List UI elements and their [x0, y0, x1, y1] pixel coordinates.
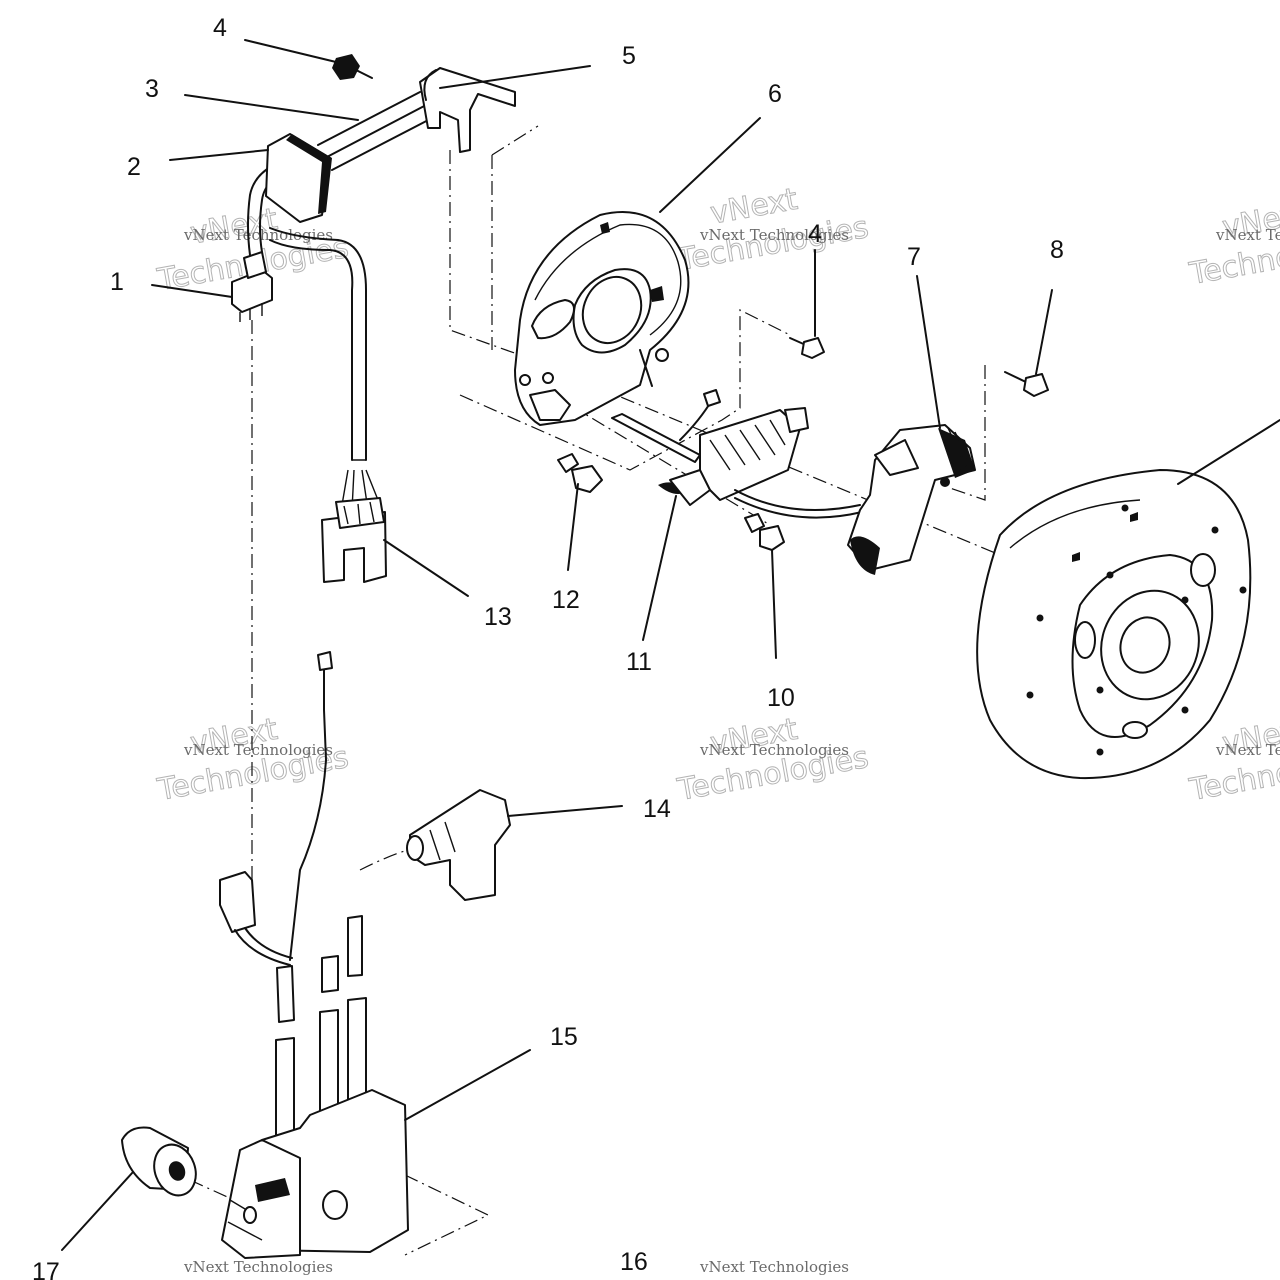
- callout-8: 8: [1050, 236, 1064, 264]
- part-5-clip: [419, 67, 516, 153]
- callout-13: 13: [484, 603, 512, 631]
- callout-11: 11: [626, 648, 652, 676]
- part-13-connector-block: [321, 497, 387, 583]
- callout-15: 15: [550, 1023, 578, 1051]
- watermark-line: vNext Technologies: [699, 226, 849, 244]
- lower-wire-harness: [219, 651, 363, 1023]
- part-10-screw: [744, 513, 785, 551]
- part-11-pulser-coil: [611, 389, 863, 519]
- part-8-bolt: [1004, 371, 1049, 397]
- callout-2: 2: [127, 153, 141, 181]
- callout-4-middle: 4: [808, 220, 822, 248]
- watermark-line: vNext Technologies: [183, 1258, 333, 1276]
- part-4-bolt-middle: [789, 337, 825, 359]
- callout-16: 16: [620, 1248, 648, 1276]
- part-15-ignition-coil: [221, 997, 409, 1259]
- watermark-line: vNext Technologies: [1215, 226, 1280, 244]
- callout-5: 5: [622, 42, 636, 70]
- part-14-spark-plug-cap: [406, 789, 511, 901]
- callout-4-top: 4: [213, 14, 227, 42]
- flywheel: [976, 469, 1252, 780]
- callout-17: 17: [32, 1258, 60, 1280]
- watermark-line: vNext Technologies: [183, 226, 333, 244]
- part-6-stator-plate: [514, 211, 690, 426]
- callout-10: 10: [767, 684, 795, 712]
- part-4-bolt-top: [332, 54, 373, 80]
- leader-lines: [61, 39, 1280, 1251]
- watermark-line: vNext Technologies: [699, 741, 849, 759]
- part-12-screw: [557, 453, 603, 493]
- callout-14: 14: [643, 795, 671, 823]
- watermark-line: vNext Technologies: [1215, 741, 1280, 759]
- callout-1: 1: [110, 268, 124, 296]
- callout-7: 7: [907, 243, 921, 271]
- callout-3: 3: [145, 75, 159, 103]
- part-2-grommet: [265, 133, 332, 223]
- callout-12: 12: [552, 586, 580, 614]
- watermark-line: vNext Technologies: [183, 741, 333, 759]
- part-7-charging-coil: [847, 424, 976, 575]
- part-1-connector: [231, 251, 273, 322]
- part-17-bushing: [121, 1126, 197, 1197]
- assembly-lines: [189, 125, 1001, 1256]
- callout-labels: 1 2 3 4 5 6 4 7 8 10 11 12 13 14 15 16 1…: [32, 14, 1064, 1280]
- callout-6: 6: [768, 80, 782, 108]
- part-3-wire-harness: [247, 91, 437, 511]
- watermark-line: vNext Technologies: [699, 1258, 849, 1276]
